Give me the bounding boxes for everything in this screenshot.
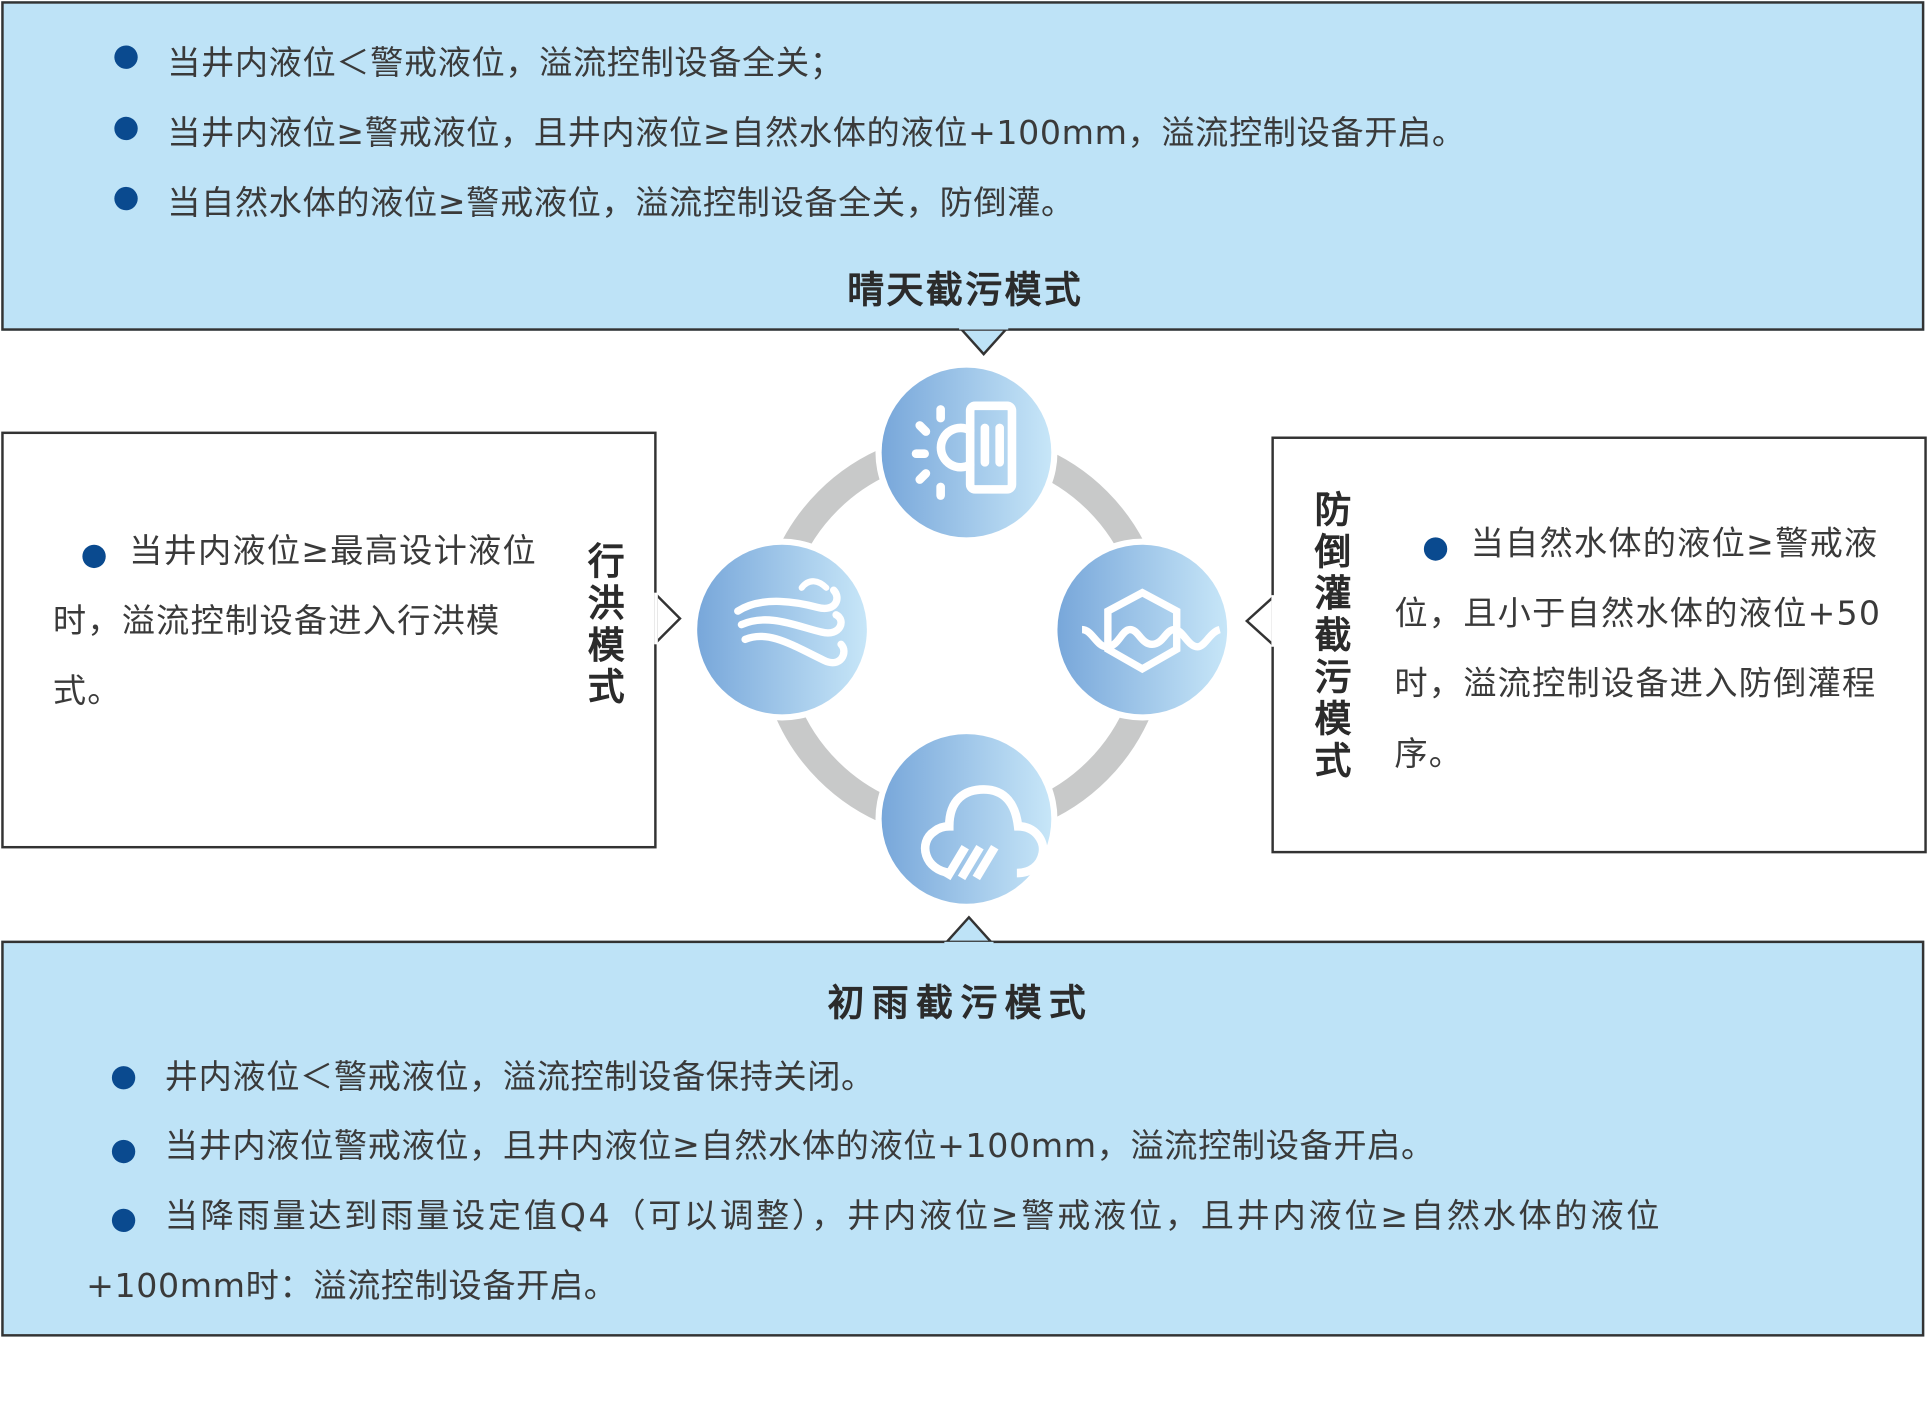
rain-cloud-icon — [920, 785, 1048, 881]
left-pointer — [655, 592, 682, 645]
backflow-mode-text: 当自然水体的液位≥警戒液位，且小于自然水体的液位+50时，溢流控制设备进入防倒灌… — [1394, 525, 1882, 774]
bullet-icon — [111, 1066, 136, 1090]
right-pointer — [1244, 594, 1274, 648]
bullet-icon — [114, 116, 138, 141]
sunny-bullet-2: 当井内液位≥警戒液位，且井内液位≥自然水体的液位+100mm，溢流控制设备开启。 — [167, 114, 1466, 153]
initial-rain-mode-box: 初雨截污模式 井内液位＜警戒液位，溢流控制设备保持关闭。 当井内液位警戒液位，且… — [1, 940, 1925, 1337]
sun-sluice-icon — [911, 401, 1017, 500]
initial-rain-mode-title: 初雨截污模式 — [827, 982, 1094, 1026]
sunny-mode-circle[interactable] — [875, 361, 1058, 544]
hexagon-wave-icon — [1081, 588, 1222, 674]
rain-bullet-3-continuation: +100mm时：溢流控制设备开启。 — [86, 1267, 618, 1306]
wind-icon — [734, 578, 848, 667]
flood-mode-text: 当井内液位≥最高设计液位时，溢流控制设备进入行洪模式。 — [52, 532, 537, 711]
bullet-icon — [114, 186, 138, 211]
sunny-mode-title: 晴天截污模式 — [847, 269, 1084, 313]
top-pointer — [958, 328, 1009, 356]
rain-bullet-3: 当降雨量达到雨量设定值Q4（可以调整），井内液位≥警戒液位，且井内液位≥自然水体… — [164, 1197, 1663, 1236]
rain-bullet-1: 井内液位＜警戒液位，溢流控制设备保持关闭。 — [164, 1058, 875, 1097]
rain-bullet-2: 当井内液位警戒液位，且井内液位≥自然水体的液位+100mm，溢流控制设备开启。 — [164, 1127, 1435, 1166]
bullet-icon — [82, 544, 106, 569]
initial-rain-mode-circle[interactable] — [875, 727, 1058, 910]
flood-mode-title: 行洪模式 — [587, 541, 625, 710]
bullet-icon — [1423, 537, 1448, 561]
bottom-pointer — [944, 915, 994, 944]
flood-mode-circle[interactable] — [691, 538, 874, 721]
bullet-icon — [114, 45, 138, 69]
flood-mode-box: 当井内液位≥最高设计液位时，溢流控制设备进入行洪模式。 行洪模式 — [1, 431, 657, 849]
sunny-bullet-3: 当自然水体的液位≥警戒液位，溢流控制设备全关，防倒灌。 — [167, 184, 1075, 223]
sunny-mode-box: 当井内液位＜警戒液位，溢流控制设备全关； 当井内液位≥警戒液位，且井内液位≥自然… — [1, 1, 1925, 331]
bullet-icon — [111, 1139, 136, 1164]
backflow-mode-circle[interactable] — [1051, 538, 1234, 721]
sunny-bullet-1: 当井内液位＜警戒液位，溢流控制设备全关； — [167, 44, 844, 83]
backflow-mode-title: 防倒灌截污模式 — [1314, 489, 1352, 784]
backflow-mode-box: 防倒灌截污模式 当自然水体的液位≥警戒液位，且小于自然水体的液位+50时，溢流控… — [1271, 436, 1927, 854]
bullet-icon — [111, 1208, 136, 1233]
